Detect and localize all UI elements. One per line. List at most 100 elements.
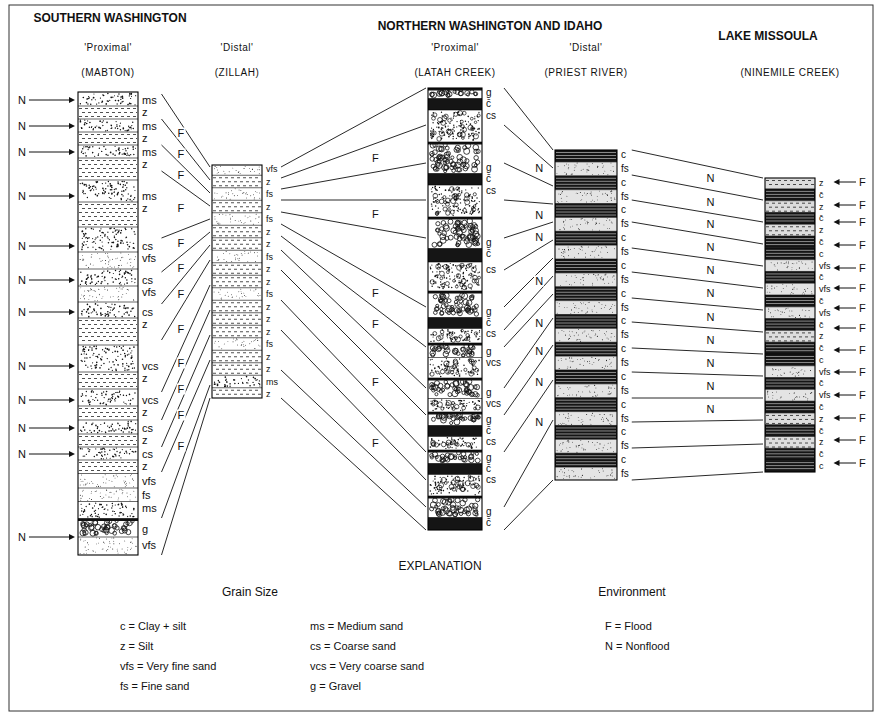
sand-layer bbox=[765, 366, 815, 378]
silt-layer bbox=[78, 460, 138, 474]
lamination bbox=[556, 433, 616, 434]
grain-size-code: g bbox=[142, 524, 148, 535]
bed-boundary bbox=[78, 132, 138, 133]
sand-layer bbox=[78, 286, 138, 302]
sand-layer bbox=[78, 345, 138, 372]
silt-dash bbox=[79, 204, 137, 205]
bed-boundary bbox=[555, 467, 617, 468]
grain-size-code: fs bbox=[621, 219, 629, 229]
pebble bbox=[430, 263, 480, 289]
environment-code: N bbox=[706, 358, 716, 369]
column-outline bbox=[78, 92, 138, 555]
environment-arrows bbox=[29, 97, 856, 540]
sand-layer bbox=[555, 217, 617, 231]
environment-code: N bbox=[706, 404, 716, 415]
silt-layer bbox=[78, 318, 138, 345]
arrow-head bbox=[69, 149, 75, 155]
correlation-line bbox=[281, 125, 426, 178]
bed-boundary bbox=[212, 350, 262, 351]
gravel bbox=[430, 497, 480, 517]
grain-size-code: z bbox=[266, 227, 271, 236]
arrow-shaft bbox=[838, 395, 856, 396]
correlation-line bbox=[632, 398, 763, 399]
lamination bbox=[766, 465, 814, 466]
correlation-line bbox=[281, 300, 426, 452]
column-ground bbox=[428, 88, 482, 530]
environment-code: N bbox=[534, 318, 544, 329]
legend-text: fs = Fine sand bbox=[120, 680, 189, 692]
legend-text: g = Gravel bbox=[310, 680, 361, 692]
sand-layer bbox=[555, 384, 617, 398]
correlation-line bbox=[632, 444, 763, 448]
gravel bbox=[433, 293, 478, 317]
grain-size-code: fs bbox=[621, 192, 629, 202]
column-heading: (PRIEST RIVER) bbox=[545, 68, 628, 78]
silt-dash bbox=[79, 416, 137, 417]
sand-stipple bbox=[767, 391, 812, 401]
bed-boundary bbox=[212, 175, 262, 176]
lamination bbox=[556, 152, 616, 153]
grain-size-code: z bbox=[819, 202, 824, 211]
bed-boundary bbox=[212, 200, 262, 201]
environment-code: N bbox=[706, 196, 716, 207]
silt-dash bbox=[766, 184, 814, 185]
grain-size-code: vfs bbox=[819, 261, 831, 270]
grain-size-code: c̄ bbox=[486, 99, 491, 109]
gravel-base bbox=[428, 378, 482, 381]
lamination bbox=[556, 403, 616, 404]
sand-layer bbox=[78, 488, 138, 502]
sand-layer bbox=[212, 288, 262, 301]
column-outline bbox=[428, 88, 482, 530]
clay-layer bbox=[765, 248, 815, 260]
legend-text: ms = Medium sand bbox=[310, 620, 403, 632]
sand-stipple bbox=[81, 390, 136, 406]
grain-size-code: fs bbox=[621, 469, 629, 479]
silt-dash bbox=[79, 320, 137, 321]
bed-boundary bbox=[78, 302, 138, 303]
grain-size-code: cs bbox=[142, 449, 153, 460]
grain-size-code: z bbox=[266, 177, 271, 186]
lamination bbox=[766, 279, 814, 280]
grain-size-code: ms bbox=[142, 147, 157, 158]
environment-code: F bbox=[371, 288, 380, 299]
silt-layer bbox=[78, 372, 138, 389]
grain-size-code: z bbox=[266, 302, 271, 311]
silt-dash bbox=[766, 447, 814, 448]
lamination bbox=[556, 261, 616, 262]
lamination bbox=[766, 220, 814, 221]
sand-layer bbox=[78, 269, 138, 286]
lamination bbox=[766, 256, 814, 257]
sand-layer bbox=[78, 537, 138, 555]
bed-boundary bbox=[212, 362, 262, 363]
sand-stipple bbox=[80, 120, 134, 132]
bed-boundary bbox=[555, 411, 617, 412]
silt-dash bbox=[213, 202, 261, 203]
bed-boundary bbox=[428, 425, 482, 426]
grain-size-code: fs bbox=[621, 414, 629, 424]
environment-code: N bbox=[18, 147, 26, 158]
pebble bbox=[433, 187, 476, 216]
bed-boundary bbox=[428, 248, 482, 249]
lamination bbox=[556, 155, 616, 156]
environment-code: N bbox=[18, 307, 26, 318]
sand-layer bbox=[78, 119, 138, 132]
sand-stipple bbox=[768, 308, 810, 318]
sand-stipple bbox=[81, 146, 136, 157]
silt-dash bbox=[79, 224, 137, 225]
column-log bbox=[428, 88, 482, 530]
sand-stipple bbox=[772, 367, 811, 377]
column-log bbox=[555, 150, 617, 480]
bed-boundary bbox=[212, 250, 262, 251]
correlation-line bbox=[162, 360, 211, 472]
legend-text: F = Flood bbox=[605, 620, 652, 632]
arrow-head bbox=[834, 202, 840, 208]
grain-size-code: z bbox=[142, 107, 148, 118]
silt-dash bbox=[213, 365, 261, 366]
silt-dash bbox=[213, 360, 261, 361]
silt-dash bbox=[213, 240, 261, 241]
correlation-line bbox=[504, 345, 553, 415]
bed-boundary bbox=[78, 460, 138, 461]
grain-size-code: vfs bbox=[142, 476, 156, 487]
grain-size-code: g bbox=[486, 238, 492, 248]
lamination bbox=[556, 427, 616, 428]
